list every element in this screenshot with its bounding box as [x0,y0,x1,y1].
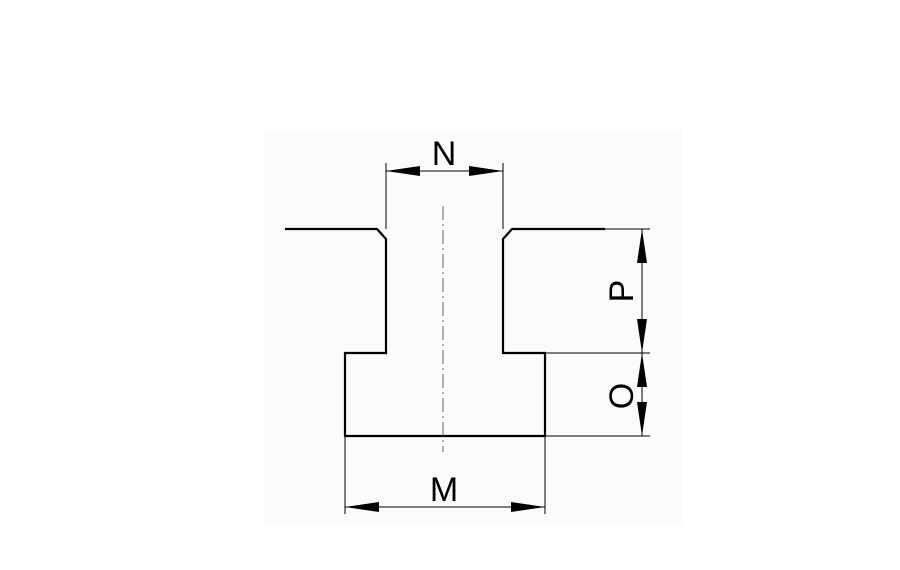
arrow-m-left [345,502,379,512]
dimension-label-m: M [430,471,458,509]
arrow-o-top [637,353,647,387]
dimension-n: N [385,135,504,229]
dimension-label-o: O [603,383,641,409]
arrow-n-right [469,166,503,176]
dimension-label-n: N [432,135,457,173]
arrow-m-right [511,502,545,512]
dimension-label-p: P [603,280,641,303]
arrow-p-bottom [637,319,647,353]
drawing-panel [264,130,682,525]
arrow-p-top [637,229,647,263]
arrow-o-bottom [637,402,647,436]
dimension-vertical: P O [545,228,650,437]
t-slot-profile [285,227,605,438]
arrow-n-left [386,166,420,176]
dimension-m: M [344,436,546,514]
